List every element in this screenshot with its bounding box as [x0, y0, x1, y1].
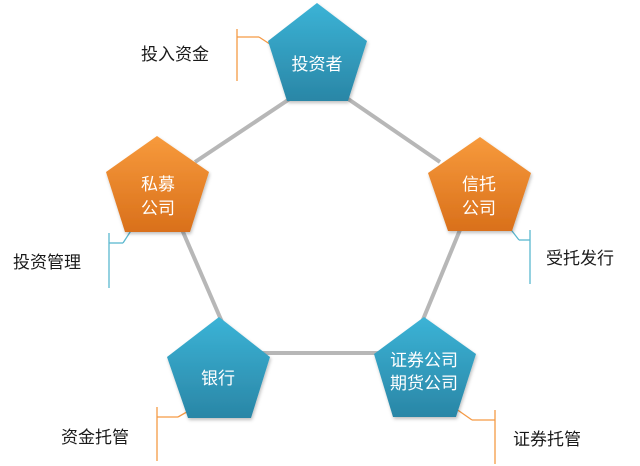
node-investor: 投资者: [268, 3, 367, 101]
node-label-private-fund-line-1: 私募: [141, 175, 175, 195]
node-securities: 证券公司 期货公司: [374, 317, 476, 417]
node-private-fund: 私募 公司: [106, 136, 209, 232]
connector-investor-trust: [336, 90, 442, 164]
node-label-trust-line-2: 公司: [462, 199, 496, 219]
callout-label-securities: 证券托管: [513, 430, 581, 450]
connector-private-fund-bank: [178, 224, 224, 323]
node-label-private-fund-line-2: 公司: [141, 199, 175, 219]
pentagon-shape: [374, 317, 476, 417]
node-label-bank-line-1: 银行: [201, 369, 235, 389]
callout-label-bank: 资金托管: [61, 428, 129, 448]
connector-ring: [178, 90, 464, 355]
node-label-securities-line-1: 证券公司: [390, 351, 458, 371]
pentagon-shape: [106, 136, 209, 232]
node-label-trust-line-1: 信托: [462, 175, 496, 195]
pentagon-shape: [268, 3, 367, 101]
callout-label-trust: 受托发行: [546, 249, 614, 269]
node-trust: 信托 公司: [428, 137, 531, 231]
node-bank: 银行: [167, 317, 270, 418]
callout-label-investor: 投入资金: [141, 45, 209, 65]
connector-trust-securities: [420, 224, 464, 323]
callout-trust: [504, 221, 531, 284]
pentagon-shape: [167, 317, 270, 418]
node-label-securities-line-2: 期货公司: [390, 374, 458, 394]
callout-label-private-fund: 投资管理: [13, 253, 81, 273]
callout-private-fund: [108, 222, 137, 288]
connector-investor-private-fund: [193, 90, 302, 164]
pentagon-shape: [428, 137, 531, 231]
node-label-investor-line-1: 投资者: [292, 55, 343, 75]
